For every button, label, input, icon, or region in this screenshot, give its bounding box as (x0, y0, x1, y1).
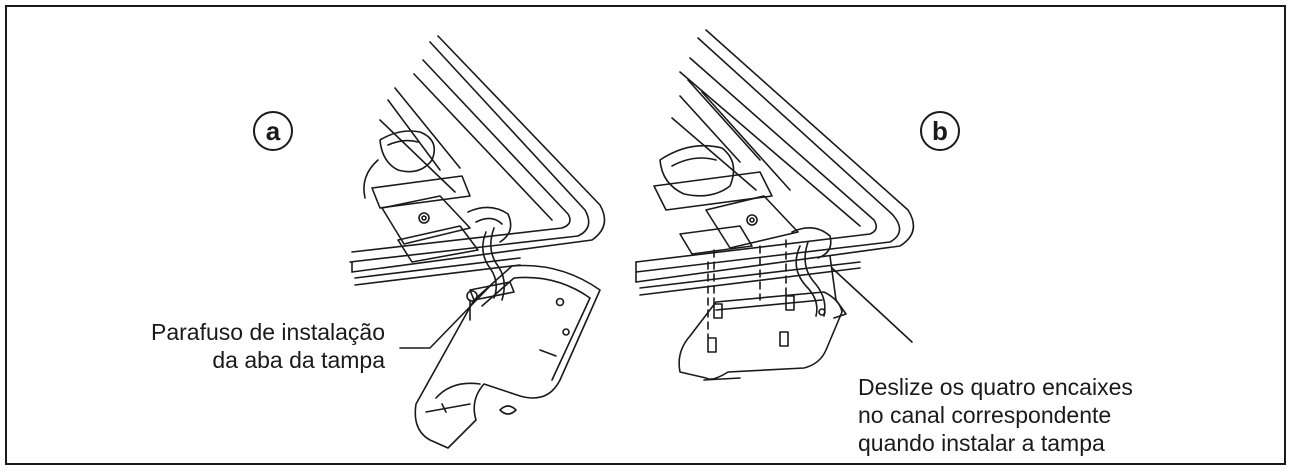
panel-b-callout-line-1: Deslize os quatro encaixes (858, 374, 1133, 400)
panel-a-callout-line-2: da aba da tampa (212, 347, 385, 373)
panel-a-callout: Parafuso de instalação da aba da tampa (151, 318, 385, 374)
panel-a-unit-drawing (349, 35, 606, 449)
panel-a-callout-line-1: Parafuso de instalação (151, 319, 385, 345)
panel-b-unit-drawing (635, 29, 915, 381)
panel-b-callout: Deslize os quatro encaixes no canal corr… (858, 373, 1133, 457)
panel-a-marker: a (253, 111, 293, 151)
panel-b-callout-line-3: quando instalar a tampa (858, 430, 1105, 456)
panel-b-callout-line-2: no canal correspondente (858, 402, 1112, 428)
panel-a-marker-letter: a (265, 115, 281, 146)
diagram-frame (5, 5, 1286, 465)
panel-b-marker-letter: b (932, 115, 948, 146)
panel-b-marker: b (920, 111, 960, 151)
